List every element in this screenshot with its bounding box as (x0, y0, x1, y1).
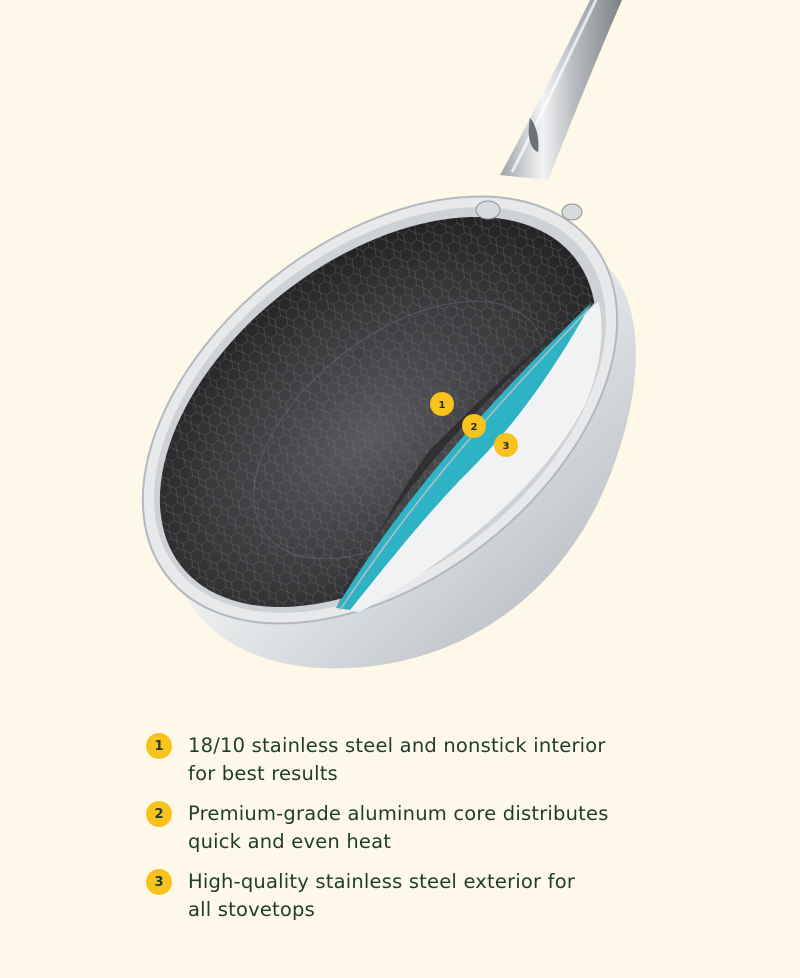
legend-text: 18/10 stainless steel and nonstick inter… (188, 732, 606, 788)
layer-marker-3: 3 (494, 433, 518, 457)
legend-item-3: 3 High-quality stainless steel exterior … (146, 868, 706, 924)
number-badge: 3 (146, 869, 172, 895)
legend-line: for best results (188, 762, 338, 785)
number-badge: 1 (146, 733, 172, 759)
legend-item-2: 2 Premium-grade aluminum core distribute… (146, 800, 706, 856)
number-badge: 2 (146, 801, 172, 827)
layer-marker-2-label: 2 (471, 422, 478, 433)
layer-marker-2: 2 (462, 414, 486, 438)
pan-illustration: 1 2 3 (141, 0, 636, 669)
legend-text: Premium-grade aluminum core distributes … (188, 800, 609, 856)
legend-line: High-quality stainless steel exterior fo… (188, 870, 576, 893)
legend-line: all stovetops (188, 898, 315, 921)
legend-item-1: 1 18/10 stainless steel and nonstick int… (146, 732, 706, 788)
layer-cutaway (336, 299, 602, 612)
pan-handle (500, 0, 622, 180)
legend-line: Premium-grade aluminum core distributes (188, 802, 609, 825)
handle-rivets (475, 200, 583, 221)
layer-marker-1-label: 1 (439, 400, 446, 411)
feature-legend: 1 18/10 stainless steel and nonstick int… (146, 732, 706, 936)
legend-text: High-quality stainless steel exterior fo… (188, 868, 575, 924)
legend-line: 18/10 stainless steel and nonstick inter… (188, 734, 606, 757)
layer-marker-3-label: 3 (503, 441, 510, 452)
layer-marker-1: 1 (430, 392, 454, 416)
legend-line: quick and even heat (188, 830, 392, 853)
